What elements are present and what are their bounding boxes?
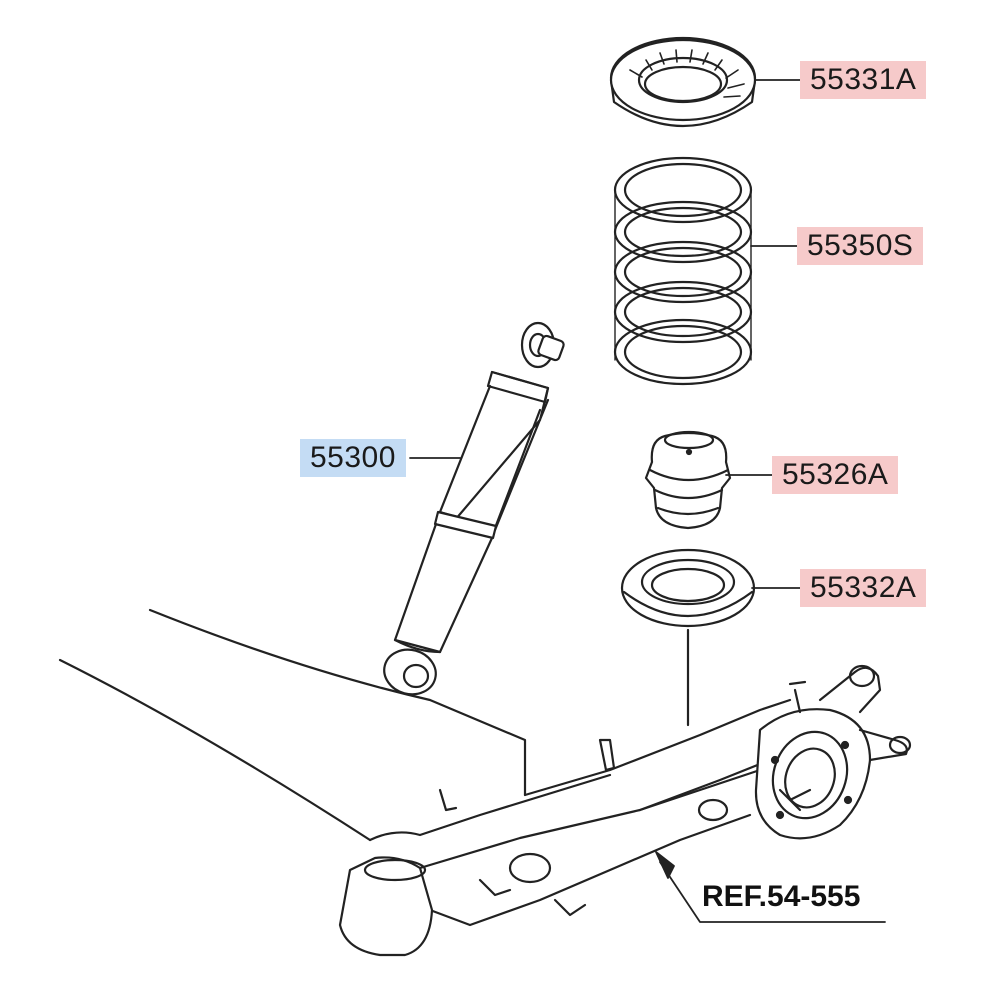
- bump-stopper: [644, 430, 732, 530]
- part-label-lower-seat[interactable]: 55332A: [800, 569, 927, 607]
- hub-carrier: [754, 664, 912, 840]
- shock-absorber: [383, 321, 565, 696]
- upper-spring-seat: [609, 36, 757, 127]
- leader-lines: [409, 79, 886, 923]
- part-label-bump-stopper[interactable]: 55326A: [772, 456, 899, 494]
- part-label-shock-absorber[interactable]: 55300: [300, 439, 406, 477]
- part-label-coil-spring[interactable]: 55350S: [797, 227, 924, 265]
- part-label-upper-seat[interactable]: 55331A: [800, 61, 927, 99]
- reference-label[interactable]: REF.54-555: [702, 880, 861, 913]
- rear-axle-beam: [58, 608, 792, 957]
- lower-spring-seat: [620, 548, 756, 727]
- coil-spring: [613, 156, 753, 386]
